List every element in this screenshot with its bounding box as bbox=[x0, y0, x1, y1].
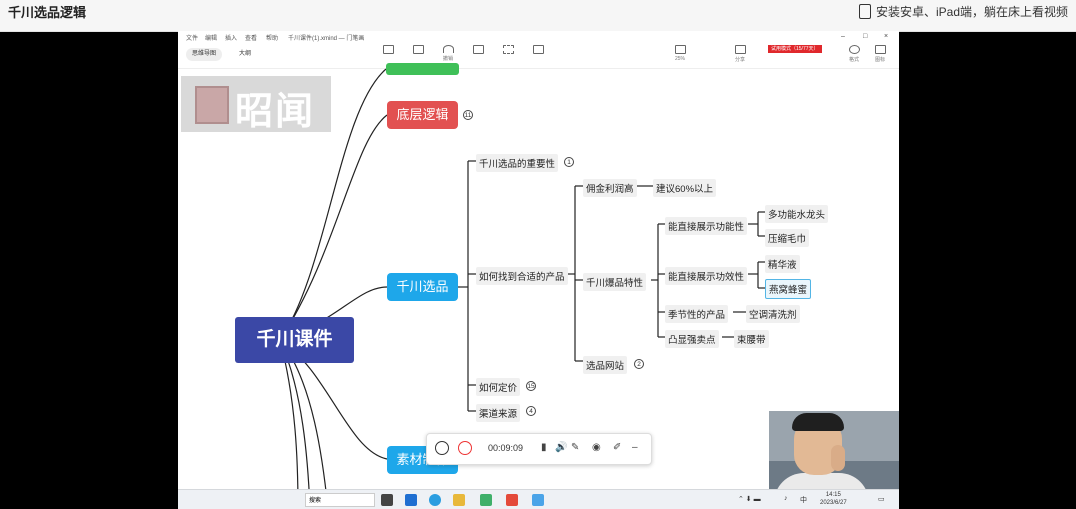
xmind-icon[interactable] bbox=[506, 494, 518, 506]
leaf-serum[interactable]: 精华液 bbox=[765, 255, 800, 273]
leaf-bird-nest-honey[interactable]: 燕窝蜂蜜 bbox=[765, 279, 812, 299]
subtopic-commission-note[interactable]: 建议60%以上 bbox=[653, 179, 717, 197]
app-menubar: 文件 编辑 插入 查看 帮助 千川课件(1).xmind — 门笔画 – □ × bbox=[178, 31, 899, 43]
share-button[interactable]: 分享 bbox=[728, 45, 752, 65]
topic-node-selection[interactable]: 千川选品 bbox=[387, 273, 458, 301]
subtopic-sites[interactable]: 选品网站 bbox=[583, 356, 628, 374]
install-app-promo[interactable]: 安装安卓、iPad端，躺在床上看视频 bbox=[858, 3, 1068, 20]
tablet-icon bbox=[858, 4, 871, 19]
root-node[interactable]: 千川课件 bbox=[235, 317, 354, 363]
collapse-badge[interactable]: 2 bbox=[634, 359, 644, 369]
windows-taskbar: 搜索 ⌃ ⬇ ▬ ♪ 中 14:15 2023/6/27 ▭ bbox=[178, 489, 899, 509]
record-time: 00:09:09 bbox=[488, 443, 524, 453]
pin-icon bbox=[874, 45, 886, 54]
collapse-badge[interactable]: 1 bbox=[564, 157, 574, 167]
draw-icon[interactable]: ✐ bbox=[613, 442, 622, 453]
screen-recorder-bar: 00:09:09 ▮ 🔊 ✎ ◉ ✐ – bbox=[426, 433, 652, 465]
app-toolbar: 思维导图 大纲 撤销 25% 分享 试用模式（15/77天） 格式 图标 bbox=[178, 43, 899, 69]
marker-button[interactable]: 图标 bbox=[868, 45, 892, 65]
subtopic-seasonal[interactable]: 季节性的产品 bbox=[665, 305, 729, 323]
share-icon bbox=[734, 45, 746, 54]
subtopic-selling-point[interactable]: 凸显强卖点 bbox=[665, 330, 719, 348]
trial-badge[interactable]: 试用模式（15/77天） bbox=[768, 45, 822, 53]
leaf-faucet[interactable]: 多功能水龙头 bbox=[765, 205, 829, 223]
top-bar: 千川选品逻辑 安装安卓、iPad端，躺在床上看视频 bbox=[0, 0, 1076, 32]
relationship-icon bbox=[472, 45, 484, 54]
tray-icons[interactable]: ⌃ ⬇ ▬ bbox=[738, 496, 761, 503]
telegram-icon[interactable] bbox=[405, 494, 417, 506]
task-view-icon[interactable] bbox=[381, 494, 393, 506]
subtopic-direct-effect[interactable]: 能直接展示功效性 bbox=[665, 267, 748, 285]
pen-icon[interactable]: ✎ bbox=[571, 442, 580, 453]
leaf-waist-belt[interactable]: 束腰带 bbox=[734, 330, 769, 348]
watermark-text: 昭闻 bbox=[235, 91, 316, 133]
taskbar-search[interactable]: 搜索 bbox=[305, 493, 375, 507]
tab-outline[interactable]: 大纲 bbox=[239, 51, 252, 57]
page-title: 千川选品逻辑 bbox=[8, 5, 87, 20]
topic-icon bbox=[382, 45, 394, 54]
minimize-icon[interactable]: – bbox=[841, 33, 845, 40]
webcam-icon[interactable]: ◉ bbox=[592, 442, 601, 453]
notification-icon[interactable]: ▭ bbox=[878, 496, 885, 503]
volume-icon[interactable]: ♪ bbox=[784, 495, 788, 502]
relationship-button[interactable] bbox=[466, 45, 490, 65]
subtopic-commission[interactable]: 佣金利润高 bbox=[583, 179, 637, 197]
collapse-icon[interactable]: – bbox=[632, 442, 638, 453]
summary-button[interactable] bbox=[526, 45, 550, 65]
tab-mindmap[interactable]: 思维导图 bbox=[186, 48, 223, 61]
topic-button[interactable] bbox=[376, 45, 400, 65]
undo-button[interactable]: 撤销 bbox=[436, 45, 460, 65]
subtopic-channel[interactable]: 渠道来源 bbox=[476, 404, 521, 422]
watermark-logo: 昭闻 bbox=[181, 76, 331, 133]
close-icon[interactable]: × bbox=[884, 33, 889, 40]
menu-help[interactable]: 帮助 bbox=[266, 36, 279, 42]
fit-screen-icon bbox=[674, 45, 686, 54]
format-button[interactable]: 格式 bbox=[842, 45, 866, 65]
menu-file[interactable]: 文件 bbox=[186, 36, 199, 42]
stop-button[interactable] bbox=[458, 441, 472, 455]
folder-icon[interactable] bbox=[453, 494, 465, 506]
collapse-badge[interactable]: 4 bbox=[526, 406, 536, 416]
note-icon bbox=[532, 45, 544, 54]
app-icon[interactable] bbox=[532, 494, 544, 506]
subtopic-hot-features[interactable]: 千川爆品特性 bbox=[583, 273, 647, 291]
ime-indicator[interactable]: 中 bbox=[800, 497, 807, 504]
subtopic-button[interactable] bbox=[406, 45, 430, 65]
leaf-ac-cleaner[interactable]: 空调清洗剂 bbox=[746, 305, 800, 323]
subtopic-find-product[interactable]: 如何找到合适的产品 bbox=[476, 267, 568, 285]
menu-edit[interactable]: 编辑 bbox=[205, 36, 218, 42]
speaker-icon[interactable]: 🔊 bbox=[555, 442, 568, 453]
collapse-badge[interactable]: 15 bbox=[526, 381, 536, 391]
menu-insert[interactable]: 插入 bbox=[225, 36, 238, 42]
menu-view[interactable]: 查看 bbox=[245, 36, 258, 42]
seal-icon bbox=[195, 86, 229, 124]
promo-text: 安装安卓、iPad端，躺在床上看视频 bbox=[875, 5, 1068, 19]
doc-title: 千川课件(1).xmind — 门笔画 bbox=[288, 36, 365, 42]
video-frame[interactable]: 文件 编辑 插入 查看 帮助 千川课件(1).xmind — 门笔画 – □ ×… bbox=[178, 31, 899, 509]
topic-node-partial[interactable] bbox=[386, 63, 459, 75]
maximize-icon[interactable]: □ bbox=[863, 33, 868, 40]
format-icon bbox=[848, 45, 860, 54]
leaf-towel[interactable]: 压缩毛巾 bbox=[765, 229, 810, 247]
undo-icon bbox=[442, 45, 454, 53]
mic-level-icon: ▮ bbox=[541, 442, 547, 453]
edge-icon[interactable] bbox=[429, 494, 441, 506]
boundary-button[interactable] bbox=[496, 45, 520, 65]
subtopic-pricing[interactable]: 如何定价 bbox=[476, 378, 521, 396]
subtopic-importance[interactable]: 千川选品的重要性 bbox=[476, 154, 559, 172]
zoom-button[interactable]: 25% bbox=[668, 45, 692, 65]
boundary-icon bbox=[502, 45, 514, 54]
subtopic-direct-function[interactable]: 能直接展示功能性 bbox=[665, 217, 748, 235]
topic-node-foundation[interactable]: 底层逻辑 bbox=[387, 101, 458, 129]
wechat-icon[interactable] bbox=[480, 494, 492, 506]
collapse-badge[interactable]: 11 bbox=[463, 110, 473, 120]
subtopic-icon bbox=[412, 45, 424, 54]
pause-button[interactable] bbox=[435, 441, 449, 455]
taskbar-clock[interactable]: 14:15 2023/6/27 bbox=[820, 492, 847, 506]
